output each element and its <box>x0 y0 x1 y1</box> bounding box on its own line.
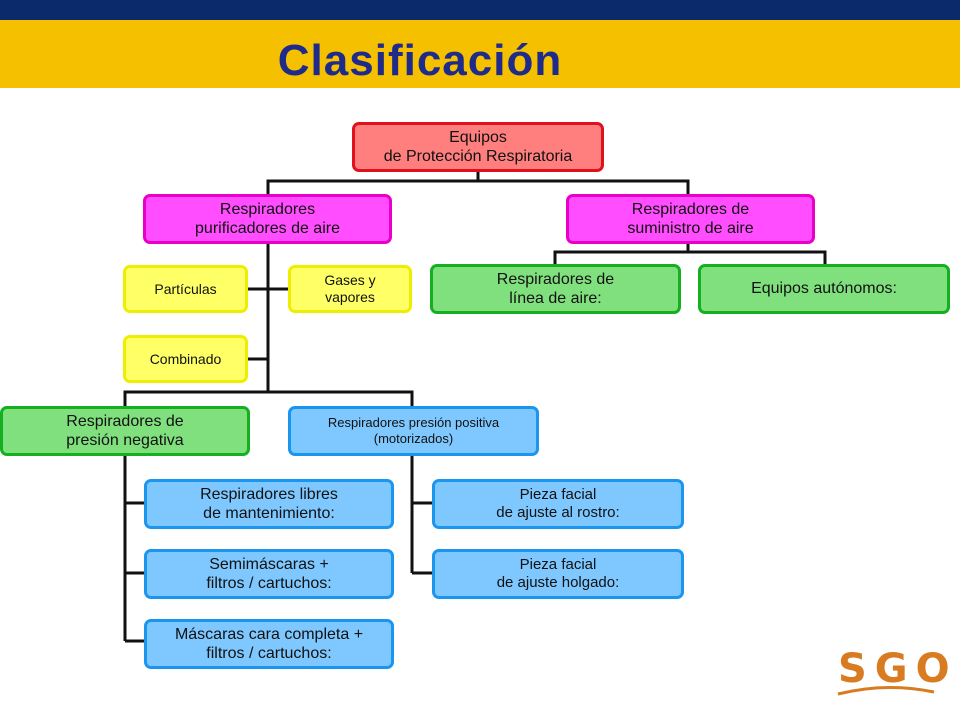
node-gases: Gases y vapores <box>288 265 412 313</box>
sgo-logo: SGO <box>838 646 958 692</box>
node-presion-negativa: Respiradores de presión negativa <box>0 406 250 456</box>
node-mascaras-completa: Máscaras cara completa + filtros / cartu… <box>144 619 394 669</box>
node-suministro: Respiradores de suministro de aire <box>566 194 815 244</box>
node-autonomos: Equipos autónomos: <box>698 264 950 314</box>
node-presion-positiva: Respiradores presión positiva (motorizad… <box>288 406 539 456</box>
page-title: Clasificación <box>277 36 563 85</box>
top-header-bar <box>0 0 960 20</box>
node-semimascaras: Semimáscaras + filtros / cartuchos: <box>144 549 394 599</box>
node-ajuste-holgado: Pieza facial de ajuste holgado: <box>432 549 684 599</box>
node-libres-mantenimiento: Respiradores libres de mantenimiento: <box>144 479 394 529</box>
node-purificadores: Respiradores purificadores de aire <box>143 194 392 244</box>
node-ajuste-rostro: Pieza facial de ajuste al rostro: <box>432 479 684 529</box>
node-linea-aire: Respiradores de línea de aire: <box>430 264 681 314</box>
title-band <box>0 20 960 88</box>
logo-swoosh-icon <box>837 686 935 696</box>
node-combinado: Combinado <box>123 335 248 383</box>
node-root: Equipos de Protección Respiratoria <box>352 122 604 172</box>
node-particulas: Partículas <box>123 265 248 313</box>
